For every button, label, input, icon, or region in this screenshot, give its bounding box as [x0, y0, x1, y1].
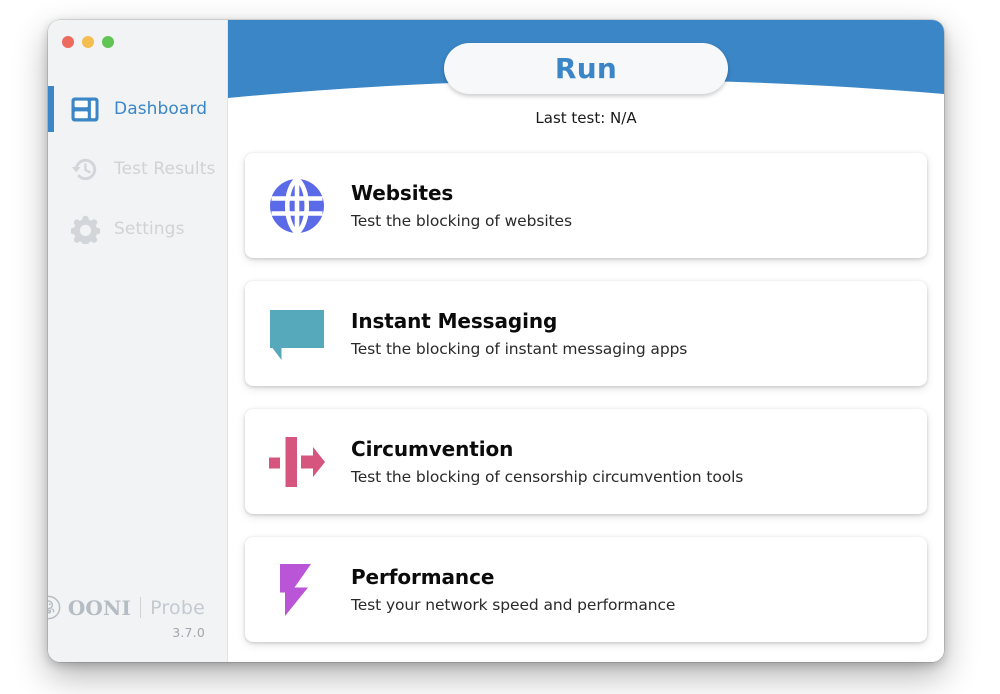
test-card-text: Instant Messaging Test the blocking of i… [351, 309, 687, 358]
last-test-value: N/A [610, 109, 637, 127]
test-card-title: Performance [351, 565, 495, 589]
test-card-performance[interactable]: Performance Test your network speed and … [245, 537, 927, 642]
history-clock-icon [70, 154, 100, 184]
sidebar-item-dashboard[interactable]: Dashboard [48, 79, 227, 139]
sidebar-footer: OONI Probe 3.7.0 [48, 595, 227, 662]
test-card-text: Websites Test the blocking of websites [351, 181, 572, 230]
minimize-window-button[interactable] [82, 36, 94, 48]
test-card-description: Test your network speed and performance [351, 596, 676, 614]
ooni-probe-logo: OONI Probe [48, 595, 205, 620]
run-test-button[interactable]: Run [444, 43, 728, 94]
sidebar-item-label: Dashboard [114, 99, 208, 119]
main-content: Run Last test: N/A [228, 20, 944, 662]
app-version-label: 3.7.0 [172, 625, 205, 640]
maximize-window-button[interactable] [102, 36, 114, 48]
sidebar: Dashboard Test Results [48, 20, 228, 662]
test-card-websites[interactable]: Websites Test the blocking of websites [245, 153, 927, 258]
test-card-text: Circumvention Test the blocking of censo… [351, 437, 743, 486]
ooni-wordmark: OONI [67, 595, 132, 620]
sidebar-item-settings[interactable]: Settings [48, 199, 227, 259]
gear-icon [70, 214, 100, 244]
test-cards-list: Websites Test the blocking of websites I… [245, 153, 927, 642]
sidebar-nav: Dashboard Test Results [48, 79, 227, 259]
circumvention-arrow-icon [267, 432, 327, 492]
dashboard-icon [70, 94, 100, 124]
test-card-title: Instant Messaging [351, 309, 558, 333]
run-button-label: Run [554, 52, 618, 85]
active-indicator-bar [48, 86, 54, 132]
logo-divider [140, 597, 142, 618]
sidebar-item-label: Settings [114, 219, 185, 239]
close-window-button[interactable] [62, 36, 74, 48]
probe-wordmark: Probe [150, 596, 205, 619]
sidebar-item-label: Test Results [114, 159, 216, 179]
chat-bubble-icon [267, 304, 327, 364]
test-card-title: Websites [351, 181, 454, 205]
test-card-text: Performance Test your network speed and … [351, 565, 675, 614]
ooni-octopus-icon [48, 595, 61, 620]
test-card-description: Test the blocking of censorship circumve… [351, 468, 744, 486]
last-test-label: Last test: [535, 109, 606, 127]
globe-icon [267, 176, 327, 236]
test-card-description: Test the blocking of websites [351, 212, 572, 230]
test-card-title: Circumvention [351, 437, 514, 461]
test-card-description: Test the blocking of instant messaging a… [351, 340, 688, 358]
test-card-circumvention[interactable]: Circumvention Test the blocking of censo… [245, 409, 927, 514]
test-card-instant-messaging[interactable]: Instant Messaging Test the blocking of i… [245, 281, 927, 386]
app-window: Dashboard Test Results [48, 20, 944, 662]
sidebar-item-test-results[interactable]: Test Results [48, 139, 227, 199]
window-traffic-lights [48, 20, 227, 62]
last-test-status: Last test: N/A [228, 109, 944, 127]
lightning-bolt-icon [267, 560, 327, 620]
